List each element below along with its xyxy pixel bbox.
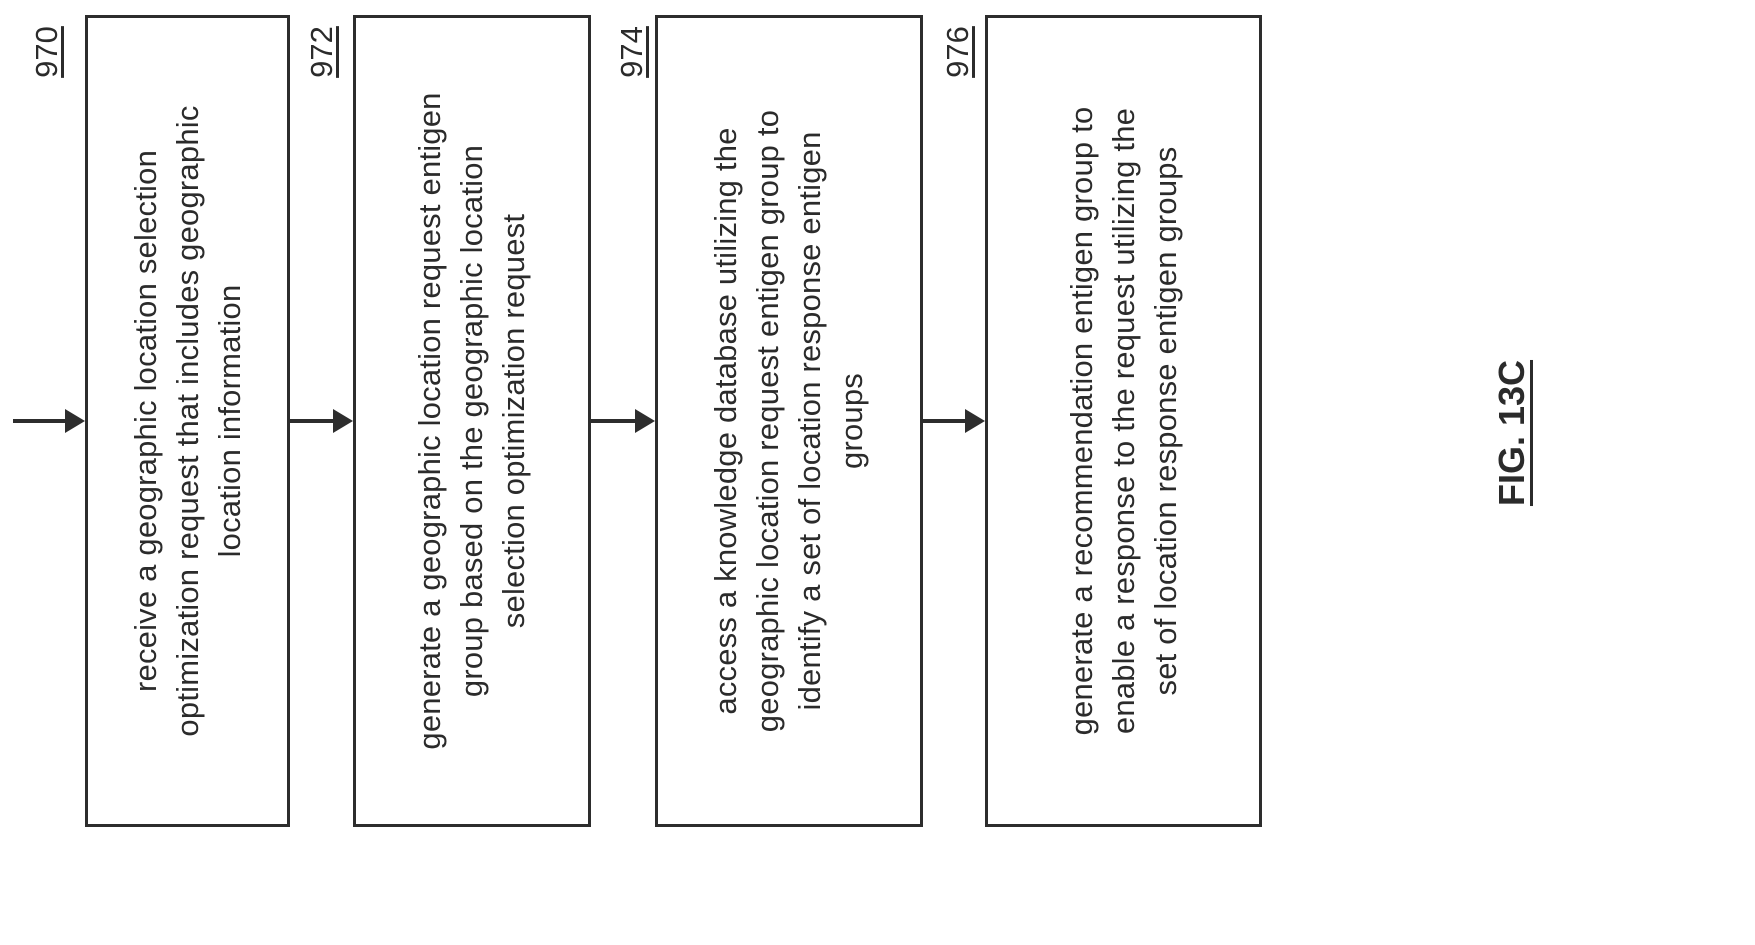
- flow-step-box-976: generate a recommendation entigen group …: [985, 15, 1262, 827]
- step-text-line: access a knowledge database utilizing th…: [708, 127, 743, 715]
- step-text-line: identify a set of location response enti…: [792, 131, 827, 711]
- step-text-line: receive a geographic location selection: [127, 149, 163, 693]
- step-ref-972: 972: [304, 26, 339, 78]
- step-text-line: groups: [834, 373, 869, 469]
- flow-step-box-974: access a knowledge database utilizing th…: [655, 15, 923, 827]
- step-text-976: generate a recommendation entigen group …: [1061, 21, 1187, 821]
- step-text-974: access a knowledge database utilizing th…: [705, 21, 873, 821]
- step-text-line: optimization request that includes geogr…: [169, 105, 205, 737]
- arrow-line: [290, 419, 335, 423]
- step-text-line: geographic location request entigen grou…: [750, 109, 785, 733]
- flow-arrow-1: [290, 409, 353, 433]
- arrow-head-icon: [635, 409, 655, 433]
- arrow-line: [13, 419, 67, 423]
- step-text-line: location information: [211, 284, 247, 558]
- flow-step-box-972: generate a geographic location request e…: [353, 15, 591, 827]
- step-text-line: set of location response entigen groups: [1147, 146, 1183, 696]
- step-ref-974: 974: [614, 26, 649, 78]
- arrow-head-icon: [333, 409, 353, 433]
- step-text-line: generate a recommendation entigen group …: [1063, 106, 1099, 736]
- step-text-line: selection optimization request: [496, 213, 531, 629]
- arrow-line: [923, 419, 967, 423]
- step-ref-976: 976: [940, 26, 975, 78]
- flow-arrow-3: [923, 409, 985, 433]
- step-text-line: generate a geographic location request e…: [412, 92, 447, 750]
- flow-arrow-2: [591, 409, 655, 433]
- flow-arrow-entry: [13, 409, 85, 433]
- arrow-head-icon: [65, 409, 85, 433]
- figure-caption: FIG. 13C: [1491, 359, 1532, 507]
- flow-step-box-970: receive a geographic location selection …: [85, 15, 290, 827]
- arrow-line: [591, 419, 637, 423]
- step-text-line: group based on the geographic location: [454, 144, 489, 698]
- step-ref-970: 970: [29, 26, 64, 78]
- step-text-972: generate a geographic location request e…: [409, 21, 535, 821]
- arrow-head-icon: [965, 409, 985, 433]
- step-text-line: enable a response to the request utilizi…: [1105, 107, 1141, 735]
- step-text-970: receive a geographic location selection …: [125, 21, 251, 821]
